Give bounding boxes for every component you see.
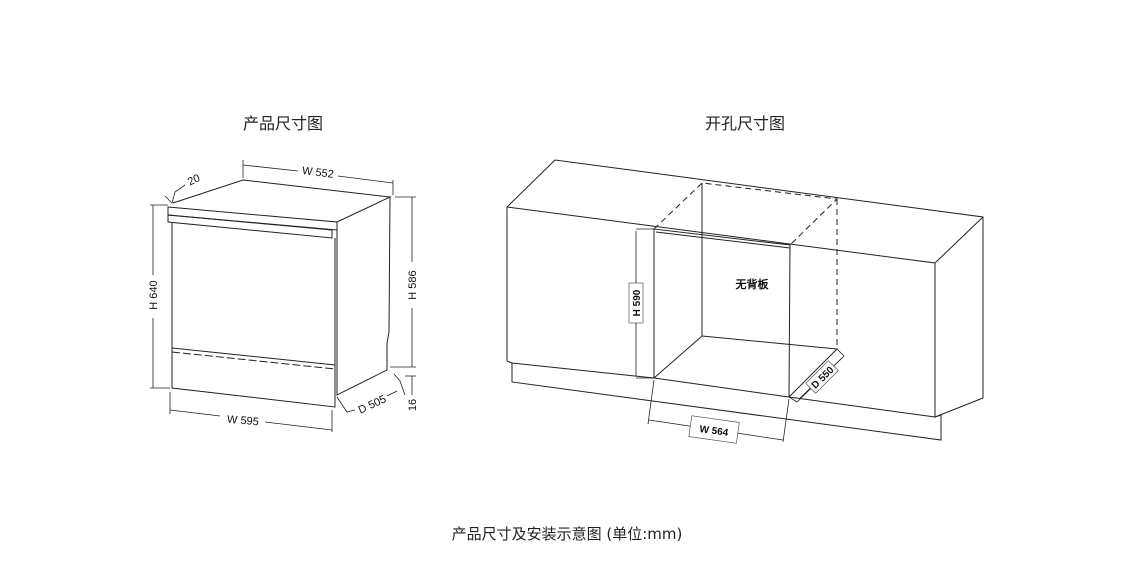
dim-total-height: H 640 [148, 280, 160, 309]
dim-top-width: W 552 [301, 165, 334, 181]
dishwasher-drawing: W 552 20 H 640 H 586 16 W 595 D 505 [148, 160, 419, 432]
dim-panel-thickness: 20 [186, 172, 202, 188]
dim-front-width: W 595 [227, 414, 260, 429]
dim-depth: D 505 [357, 393, 389, 416]
product-drawing-title: 产品尺寸图 [242, 114, 324, 133]
cabinet-cutout-drawing: 无背板 H 590 W 564 D 550 [506, 159, 984, 444]
caption: 产品尺寸及安装示意图 (单位:mm) [451, 525, 683, 543]
dim-body-height: H 586 [407, 270, 419, 299]
dim-cutout-width: W 564 [699, 424, 730, 439]
dim-cutout-height: H 590 [632, 289, 643, 316]
dim-plinth-gap: 16 [407, 399, 419, 411]
cutout-drawing-title: 开孔尺寸图 [704, 114, 786, 133]
no-back-panel-label: 无背板 [735, 277, 770, 291]
